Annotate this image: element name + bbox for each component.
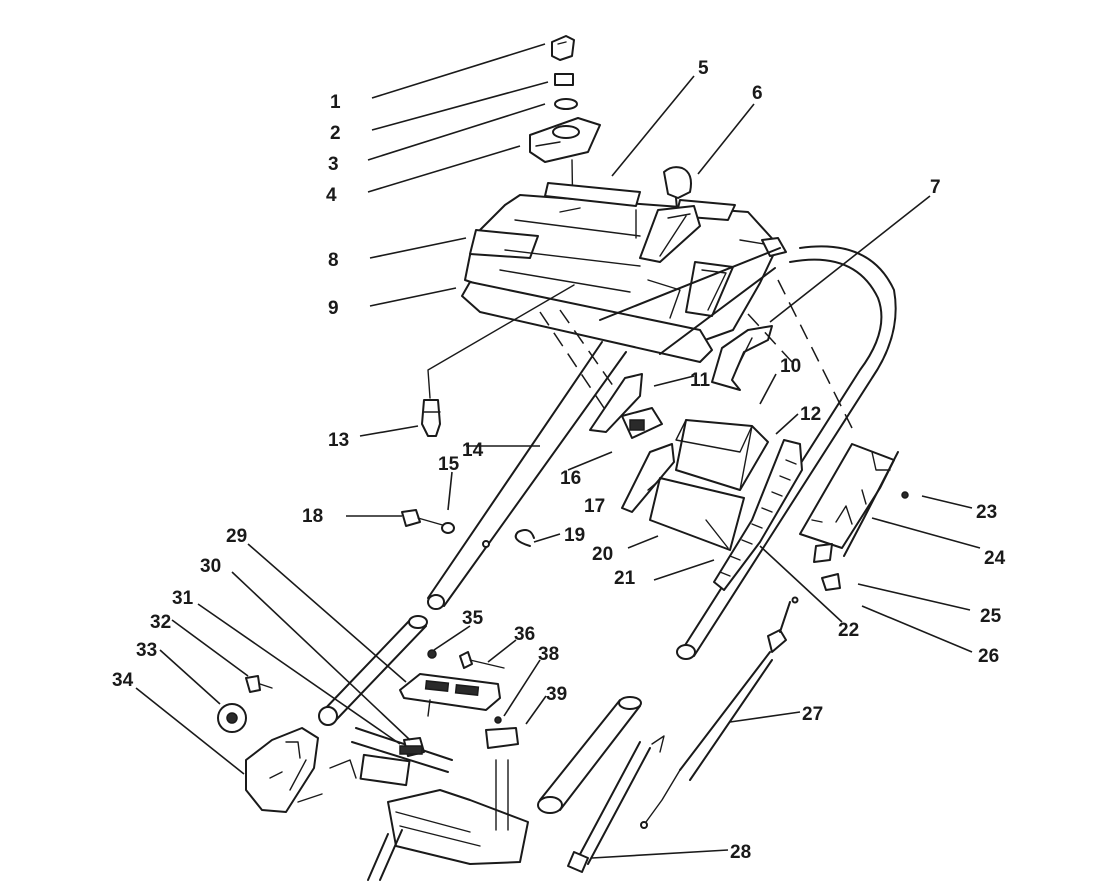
callout-13: 28 — [730, 842, 751, 863]
part-34-screw — [245, 675, 273, 693]
part-base-assembly — [297, 759, 529, 881]
part-12-cable — [640, 596, 799, 829]
part-26-frame-tube-left — [427, 247, 781, 610]
callout-34: 32 — [150, 612, 171, 633]
callout-15: 21 — [614, 568, 636, 589]
part-6-battery-box — [675, 419, 769, 491]
hidden-line — [539, 311, 613, 421]
part-3-bracket — [711, 325, 773, 391]
callout-19: 20 — [592, 544, 613, 565]
callout-24: 29 — [226, 526, 247, 547]
callout-4: 39 — [546, 684, 567, 705]
callout-10: 26 — [978, 646, 999, 667]
part-11-bolt — [459, 651, 505, 669]
part-20-mount — [621, 443, 675, 513]
callout-21: 11 — [690, 370, 711, 391]
callout-29: 8 — [328, 250, 339, 271]
callout-5: 10 — [780, 356, 801, 377]
callout-25: 35 — [462, 608, 484, 629]
part-frame-tube-right — [659, 245, 897, 660]
callout-36: 34 — [112, 670, 134, 691]
part-27-connector — [421, 284, 575, 437]
callout-9: 25 — [980, 606, 1002, 627]
callout-1: 5 — [698, 58, 709, 79]
part-lower-tube — [537, 696, 642, 814]
hidden-line — [747, 313, 793, 363]
part-31-handle-block — [529, 117, 601, 163]
part-14-block — [485, 716, 519, 749]
callout-17: 18 — [302, 506, 323, 527]
part-13-rod — [567, 735, 665, 873]
part-7-switch — [621, 407, 663, 439]
callout-27: 13 — [328, 430, 349, 451]
part-38-screw — [901, 491, 909, 499]
callout-8: 24 — [984, 548, 1006, 569]
callout-38: 23 — [976, 502, 997, 523]
part-28-console-panel — [461, 182, 787, 363]
callout-33: 1 — [330, 92, 341, 113]
part-33-latch — [551, 35, 575, 61]
callout-labels: 1 2 3 4 5 6 7 8 9 10 11 12 13 14 15 16 1… — [112, 58, 1006, 863]
part-25-screw — [427, 649, 437, 659]
part-39-nut — [441, 522, 455, 534]
part-17-bolt — [401, 509, 447, 527]
callout-39: 15 — [438, 454, 460, 475]
part-32-spacer — [554, 73, 574, 86]
part-2-shift-lever — [639, 166, 701, 263]
part-32-washer — [554, 98, 578, 110]
part-18-spring — [482, 529, 535, 548]
callout-3: 7 — [930, 177, 941, 198]
callout-35: 33 — [136, 640, 157, 661]
callout-7: 16 — [560, 468, 581, 489]
callout-26: 14 — [462, 440, 484, 461]
callout-22: 31 — [172, 588, 194, 609]
callout-30: 4 — [326, 185, 337, 206]
part-9-clip — [813, 543, 841, 591]
callout-12: 27 — [802, 704, 823, 725]
leader-lines — [135, 43, 981, 859]
part-35-knob — [217, 703, 247, 733]
part-36-housing — [245, 727, 319, 813]
callout-2: 6 — [752, 83, 763, 104]
callout-11: 36 — [514, 624, 535, 645]
part-21-plate — [589, 373, 643, 433]
part-22-shaft — [351, 727, 453, 773]
callout-18: 19 — [564, 525, 585, 546]
part-8-cover-plate — [799, 443, 899, 557]
callout-32: 2 — [330, 123, 341, 144]
callout-31: 3 — [328, 154, 339, 175]
callout-28: 9 — [328, 298, 339, 319]
part-23-block — [359, 753, 411, 787]
part-19-tray — [647, 477, 745, 551]
part-16-ribbed-rail — [713, 439, 803, 591]
part-24-bracket-plate — [399, 673, 501, 717]
callout-14: 38 — [538, 644, 559, 665]
callout-23: 30 — [200, 556, 221, 577]
part-lower-left-tube — [318, 615, 428, 726]
callout-16: 22 — [838, 620, 859, 641]
callout-20: 17 — [584, 496, 605, 517]
callout-6: 12 — [800, 404, 821, 425]
hidden-line — [777, 279, 853, 429]
